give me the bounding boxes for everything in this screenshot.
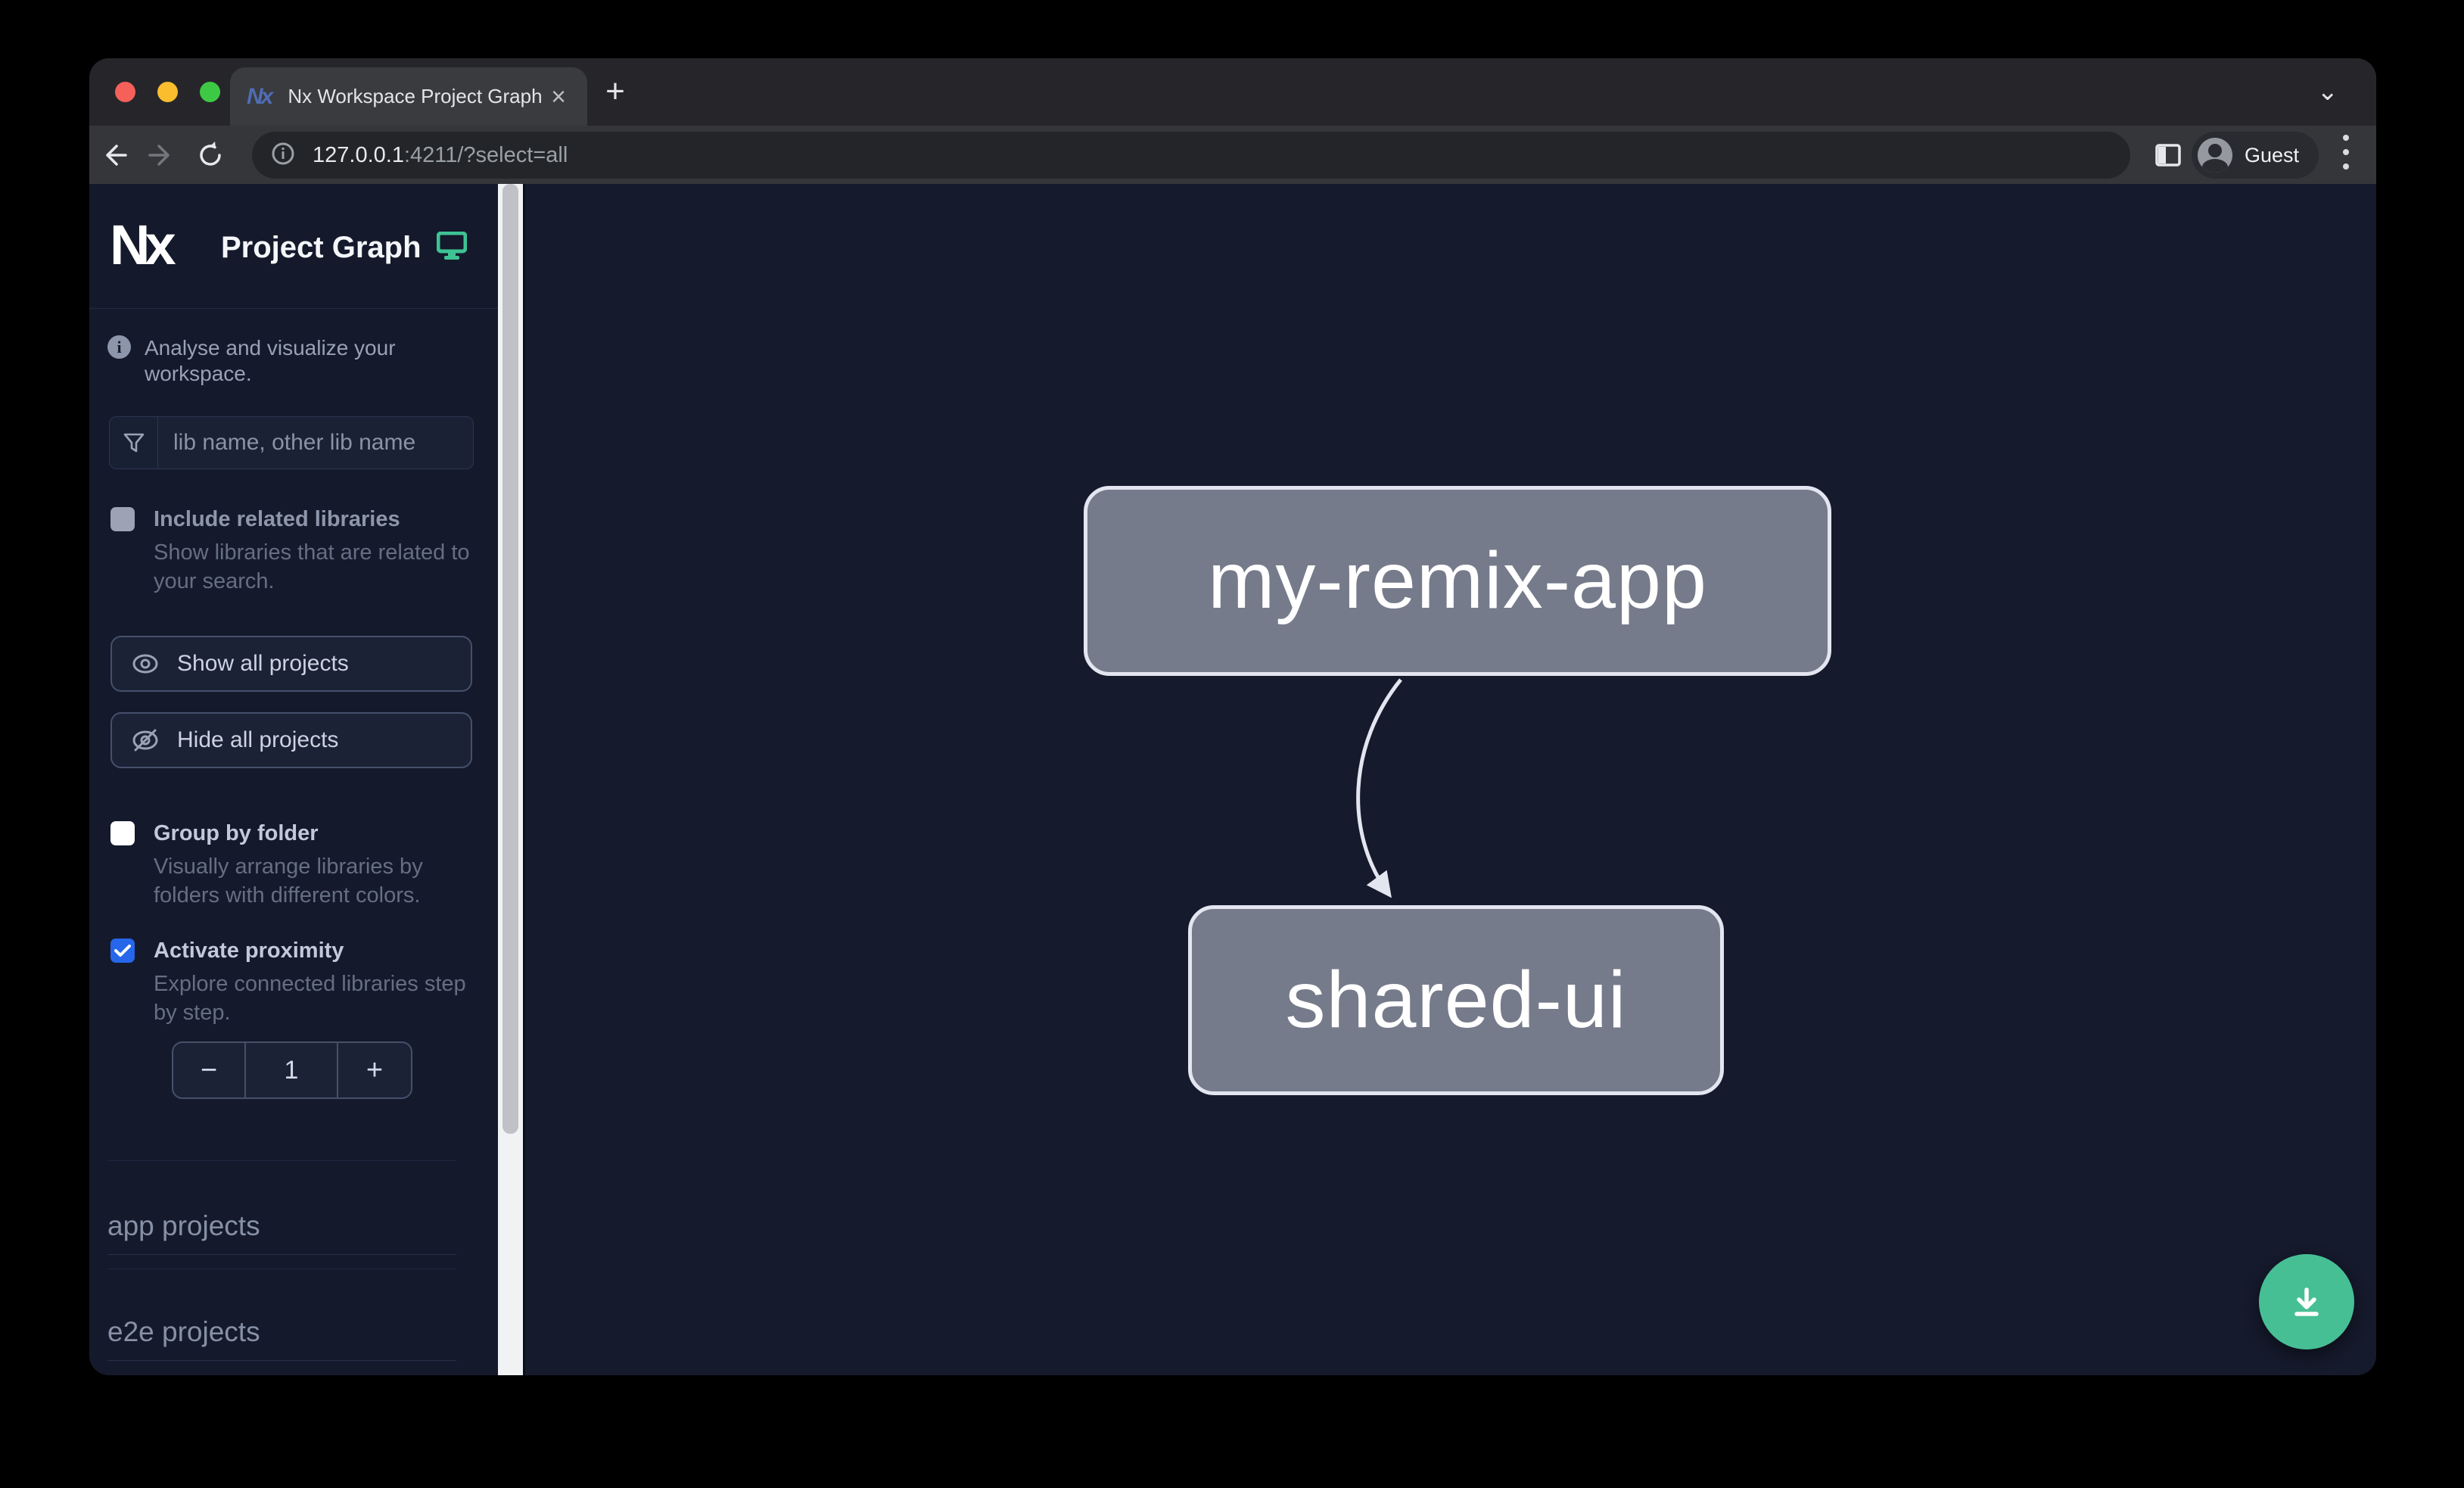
url-text: 127.0.0.1:4211/?select=all bbox=[313, 143, 568, 168]
reload-button[interactable] bbox=[186, 140, 235, 170]
tab-strip: Nx Nx Workspace Project Graph × + ⌄ bbox=[89, 58, 2376, 126]
hide-all-projects-label: Hide all projects bbox=[177, 727, 339, 752]
page-content: Nx Project Graph i Analyse and visualize… bbox=[89, 184, 2376, 1375]
browser-window: Nx Nx Workspace Project Graph × + ⌄ 127.… bbox=[89, 58, 2376, 1375]
include-related-description: Show libraries that are related to your … bbox=[154, 540, 470, 593]
activate-proximity-label: Activate proximity bbox=[154, 939, 344, 963]
nx-logo: Nx bbox=[110, 213, 176, 276]
group-by-folder-checkbox[interactable] bbox=[110, 821, 135, 845]
url-host: 127.0.0.1 bbox=[313, 142, 404, 167]
tab-title: Nx Workspace Project Graph bbox=[288, 85, 543, 107]
monitor-icon[interactable] bbox=[436, 231, 468, 264]
node-label: my-remix-app bbox=[1208, 536, 1707, 625]
scrollbar-thumb[interactable] bbox=[502, 184, 518, 1134]
info-icon: i bbox=[107, 335, 131, 359]
traffic-lights bbox=[115, 82, 220, 102]
new-tab-button[interactable]: + bbox=[605, 73, 625, 110]
include-related-checkbox[interactable] bbox=[110, 507, 135, 531]
divider bbox=[523, 184, 525, 1375]
site-info-icon[interactable] bbox=[270, 141, 296, 170]
check-icon bbox=[114, 945, 131, 957]
filter-icon bbox=[110, 417, 158, 469]
show-all-projects-label: Show all projects bbox=[177, 651, 349, 676]
proximity-decrement-button[interactable]: − bbox=[173, 1043, 246, 1097]
group-by-folder-description: Visually arrange libraries by folders wi… bbox=[154, 855, 423, 907]
profile-label: Guest bbox=[2245, 143, 2300, 167]
group-by-folder-option[interactable]: Group by folder Visually arrange librari… bbox=[110, 820, 477, 910]
url-path: :4211/?select=all bbox=[403, 142, 568, 167]
activate-proximity-description: Explore connected libraries step by step… bbox=[154, 972, 466, 1025]
sidebar-header: Nx Project Graph bbox=[89, 184, 498, 309]
side-panel-icon[interactable] bbox=[2154, 141, 2182, 173]
node-label: shared-ui bbox=[1285, 955, 1627, 1044]
sidebar: Nx Project Graph i Analyse and visualize… bbox=[89, 184, 498, 1375]
browser-tab[interactable]: Nx Nx Workspace Project Graph × bbox=[230, 67, 587, 126]
forward-button[interactable] bbox=[138, 140, 186, 170]
tagline-text: Analyse and visualize your workspace. bbox=[145, 336, 396, 385]
eye-icon bbox=[132, 654, 158, 674]
filter-search-box[interactable] bbox=[109, 416, 474, 469]
proximity-increment-button[interactable]: + bbox=[366, 1054, 384, 1086]
proximity-value: 1 bbox=[246, 1043, 338, 1097]
node-shared-ui[interactable]: shared-ui bbox=[1188, 905, 1724, 1095]
minimize-window-button[interactable] bbox=[157, 82, 178, 102]
chevron-down-icon[interactable]: ⌄ bbox=[2316, 77, 2339, 106]
sidebar-scrollbar[interactable] bbox=[498, 184, 523, 1375]
avatar-icon bbox=[2198, 138, 2232, 173]
address-bar[interactable]: 127.0.0.1:4211/?select=all bbox=[252, 132, 2130, 179]
close-window-button[interactable] bbox=[115, 82, 135, 102]
browser-toolbar: 127.0.0.1:4211/?select=all Guest bbox=[89, 126, 2376, 184]
include-related-label: Include related libraries bbox=[154, 507, 400, 531]
browser-menu-icon[interactable] bbox=[2338, 135, 2354, 170]
download-graph-button[interactable] bbox=[2259, 1254, 2354, 1349]
tab-close-icon[interactable]: × bbox=[551, 82, 566, 111]
download-icon bbox=[2294, 1287, 2319, 1316]
project-graph-canvas[interactable]: my-remix-app shared-ui bbox=[525, 184, 2376, 1375]
proximity-stepper: − 1 + bbox=[172, 1041, 412, 1099]
include-related-option[interactable]: Include related libraries Show libraries… bbox=[110, 506, 477, 596]
back-button[interactable] bbox=[89, 140, 138, 170]
section-heading-app-projects: app projects bbox=[107, 1210, 456, 1255]
hide-all-projects-button[interactable]: Hide all projects bbox=[110, 712, 472, 768]
nx-favicon-icon: Nx bbox=[247, 83, 273, 109]
node-my-remix-app[interactable]: my-remix-app bbox=[1084, 486, 1831, 676]
show-all-projects-button[interactable]: Show all projects bbox=[110, 636, 472, 692]
profile-button[interactable]: Guest bbox=[2192, 132, 2319, 179]
workspace-tagline: i Analyse and visualize your workspace. bbox=[107, 335, 498, 387]
activate-proximity-checkbox[interactable] bbox=[110, 939, 135, 963]
dependency-edge bbox=[1356, 678, 1402, 898]
page-title: Project Graph bbox=[221, 231, 422, 264]
activate-proximity-option[interactable]: Activate proximity Explore connected lib… bbox=[110, 937, 477, 1027]
section-divider bbox=[107, 1160, 456, 1161]
section-heading-e2e-projects: e2e projects bbox=[107, 1316, 456, 1361]
fullscreen-window-button[interactable] bbox=[200, 82, 220, 102]
group-by-folder-label: Group by folder bbox=[154, 821, 319, 845]
search-input[interactable] bbox=[158, 430, 473, 456]
eye-off-icon bbox=[132, 729, 158, 752]
